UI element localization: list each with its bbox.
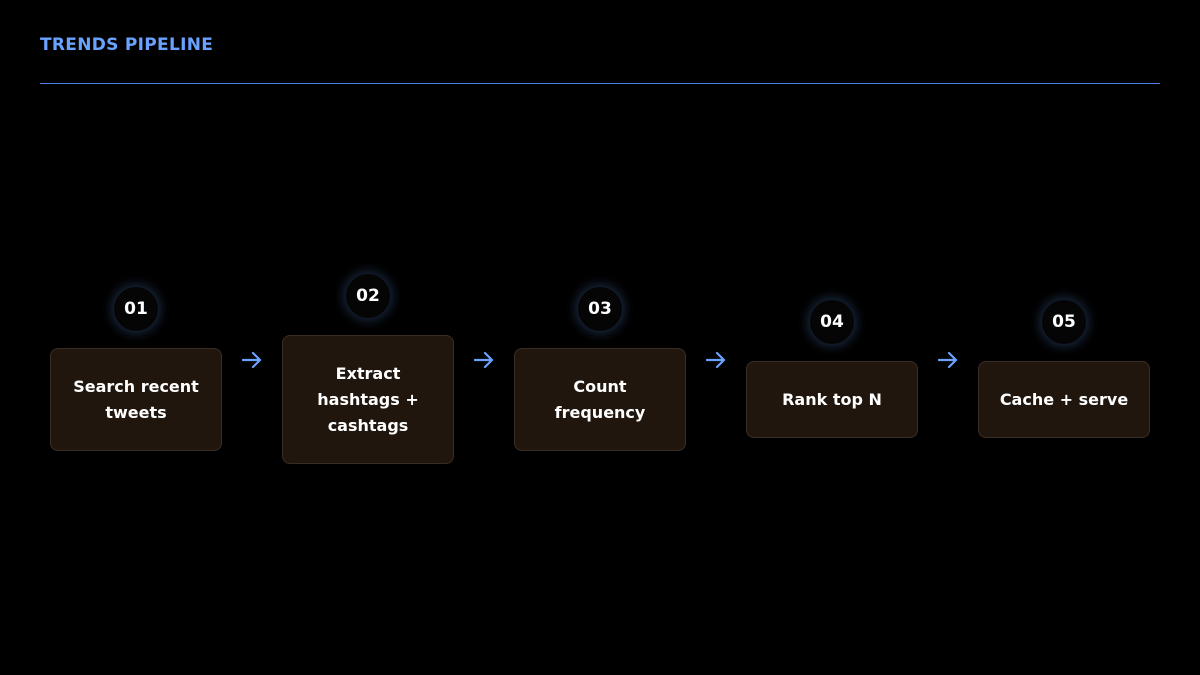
page-title: TRENDS PIPELINE [40, 35, 214, 55]
pipeline-step-4: 04 Rank top N [746, 300, 918, 438]
step-label: Cache + serve [999, 389, 1129, 409]
arrow-right-icon [703, 347, 729, 373]
step-label: Extract hashtags + cashtags [317, 363, 419, 435]
step-box: Count frequency [514, 348, 686, 451]
step-number-badge: 05 [1042, 300, 1086, 344]
step-label: Rank top N [782, 389, 882, 409]
pipeline-step-5: 05 Cache + serve [978, 300, 1150, 438]
step-box: Extract hashtags + cashtags [282, 335, 454, 464]
step-label: Search recent tweets [73, 376, 199, 422]
title-divider [40, 83, 1160, 84]
pipeline-step-2: 02 Extract hashtags + cashtags [282, 274, 454, 464]
arrow-right-icon [471, 347, 497, 373]
step-number-badge: 01 [114, 287, 158, 331]
arrow-right-icon [239, 347, 265, 373]
step-box: Cache + serve [978, 361, 1150, 438]
step-box: Search recent tweets [50, 348, 222, 451]
step-number-badge: 03 [578, 287, 622, 331]
pipeline-step-1: 01 Search recent tweets [50, 287, 222, 451]
pipeline-step-3: 03 Count frequency [514, 287, 686, 451]
step-number-badge: 02 [346, 274, 390, 318]
step-label: Count frequency [554, 376, 646, 422]
step-number-badge: 04 [810, 300, 854, 344]
arrow-right-icon [935, 347, 961, 373]
step-box: Rank top N [746, 361, 918, 438]
